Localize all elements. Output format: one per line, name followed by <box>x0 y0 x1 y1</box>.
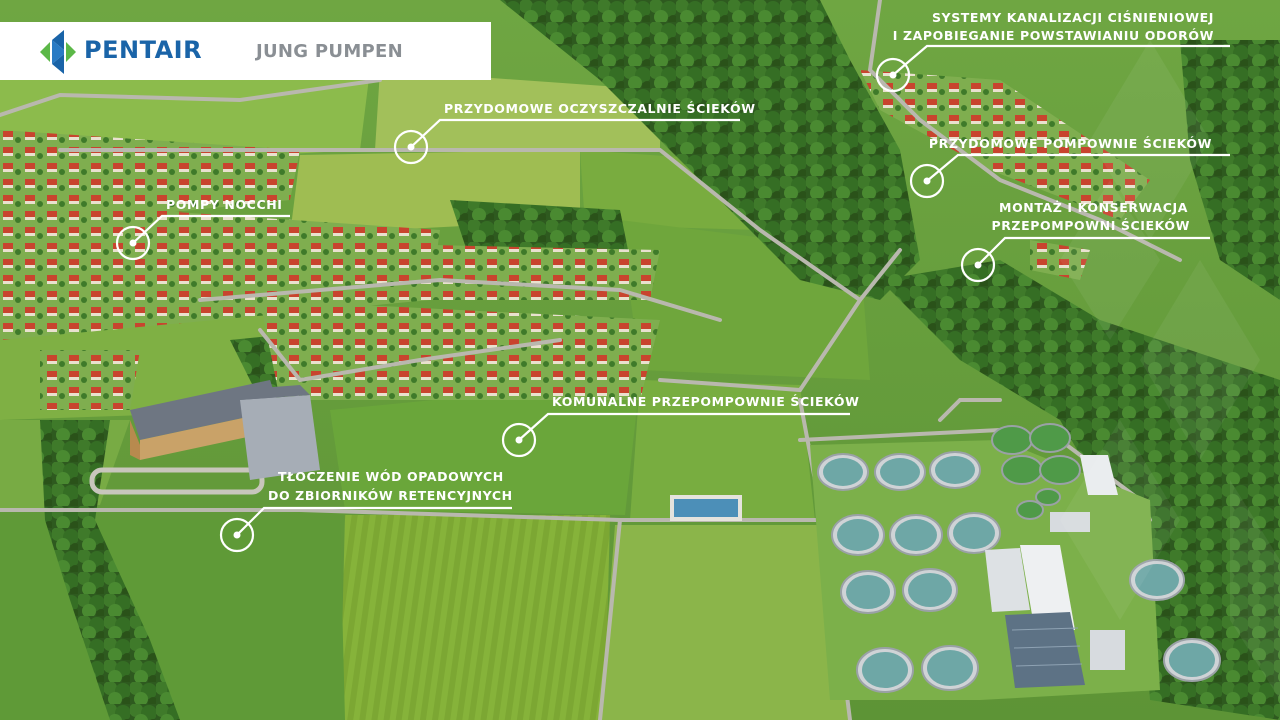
label-pompy-nocchi: POMPY NOCCHI <box>166 197 283 212</box>
label-oczyszczalnie: PRZYDOMOWE OCZYSZCZALNIE ŚCIEKÓW <box>444 101 756 116</box>
hotspot-komunalne[interactable]: KOMUNALNE PRZEPOMPOWNIE ŚCIEKÓW <box>501 394 860 458</box>
hotspot-przydomowe-pompownie[interactable]: PRZYDOMOWE POMPOWNIE ŚCIEKÓW <box>909 136 1230 199</box>
brand-name: PENTAIR <box>84 36 203 64</box>
hotspot-pompy-nocchi[interactable]: POMPY NOCCHI <box>115 197 290 261</box>
hotspot-tloczenie[interactable]: TŁOCZENIE WÓD OPADOWYCH DO ZBIORNIKÓW RE… <box>219 469 513 553</box>
brand-bar: PENTAIR JUNG PUMPEN <box>0 22 491 80</box>
hotspot-montaz[interactable]: MONTAŻ I KONSERWACJA PRZEPOMPOWNI ŚCIEKÓ… <box>960 200 1210 283</box>
label-kanalizacja-line1: SYSTEMY KANALIZACJI CIŚNIENIOWEJ <box>932 10 1214 25</box>
hotspot-oczyszczalnie[interactable]: PRZYDOMOWE OCZYSZCZALNIE ŚCIEKÓW <box>393 101 756 165</box>
label-przydomowe-pompownie: PRZYDOMOWE POMPOWNIE ŚCIEKÓW <box>929 136 1212 151</box>
label-montaz-line2: PRZEPOMPOWNI ŚCIEKÓW <box>991 218 1190 233</box>
label-tloczenie-line1: TŁOCZENIE WÓD OPADOWYCH <box>278 469 504 484</box>
label-tloczenie-line2: DO ZBIORNIKÓW RETENCYJNYCH <box>268 488 513 503</box>
sub-brand-name: JUNG PUMPEN <box>256 41 403 62</box>
label-kanalizacja-line2: I ZAPOBIEGANIE POWSTAWIANIU ODORÓW <box>893 28 1214 43</box>
label-komunalne: KOMUNALNE PRZEPOMPOWNIE ŚCIEKÓW <box>552 394 860 409</box>
pentair-logo-icon[interactable] <box>40 30 76 74</box>
hotspot-kanalizacja[interactable]: SYSTEMY KANALIZACJI CIŚNIENIOWEJ I ZAPOB… <box>875 10 1230 93</box>
label-montaz-line1: MONTAŻ I KONSERWACJA <box>999 200 1188 215</box>
